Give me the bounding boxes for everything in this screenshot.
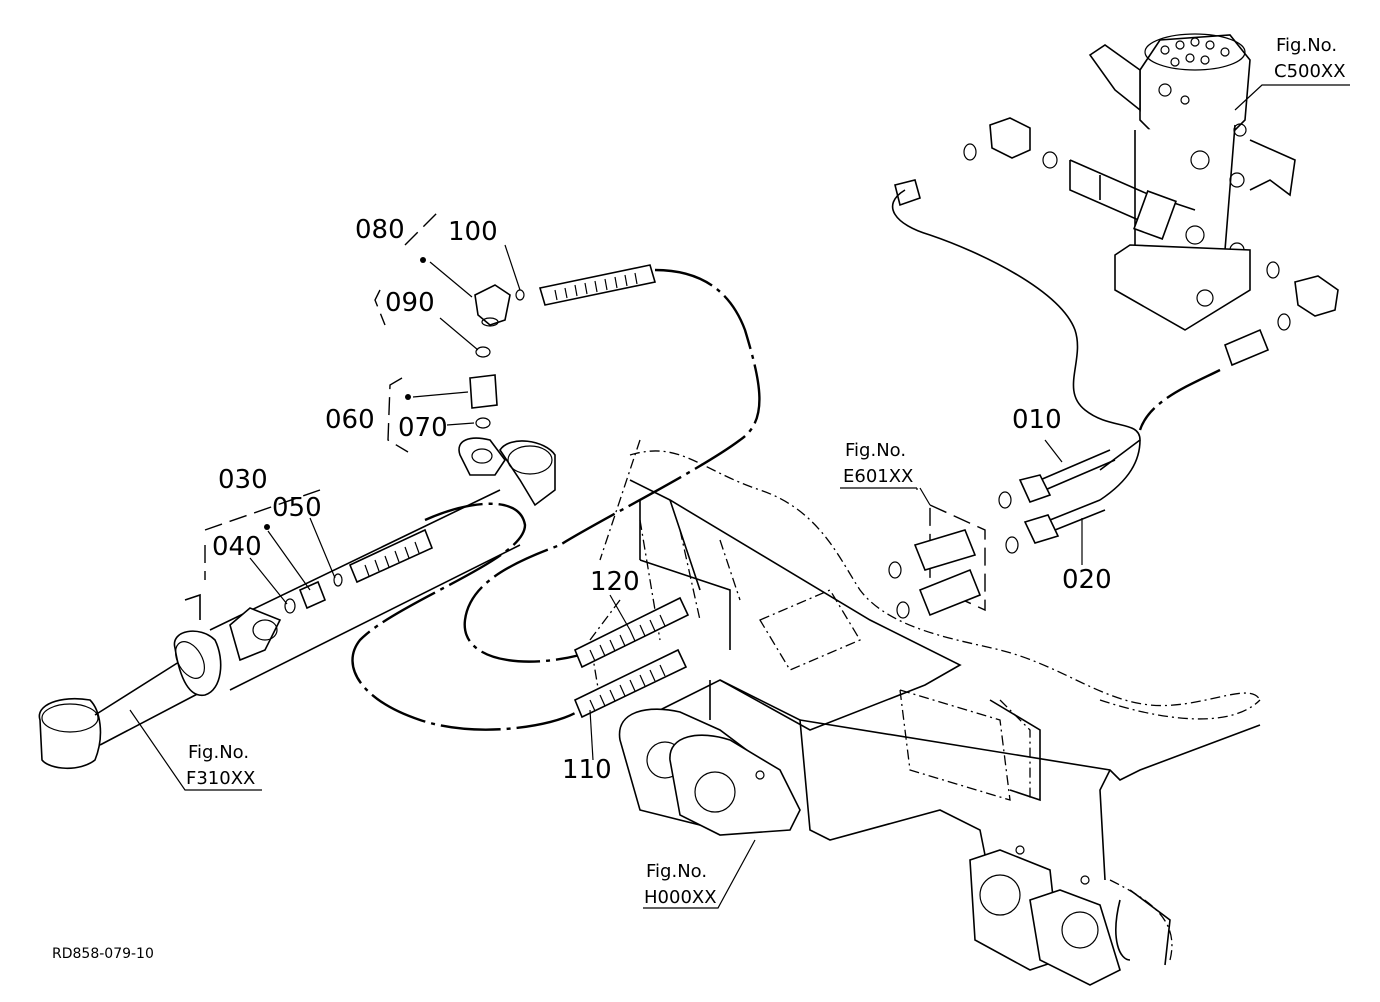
- label-050: 050: [272, 493, 322, 523]
- fig-c500-line2: C500XX: [1274, 61, 1346, 82]
- hoses-110-120: [348, 264, 761, 731]
- label-030: 030: [218, 465, 268, 495]
- frame-outline: [589, 439, 1261, 961]
- label-010: 010: [1012, 405, 1062, 435]
- fig-f310-line2: F310XX: [186, 768, 255, 789]
- e601-bulkhead: [888, 487, 986, 619]
- fig-h000-line1: Fig.No.: [646, 861, 707, 882]
- part-number-labels: 080 100 090 060 070 030 050 040 120 110 …: [212, 215, 1112, 785]
- spring-guard-ticks: [364, 272, 666, 712]
- cylinder-assembly: [38, 437, 556, 770]
- label-020: 020: [1062, 565, 1112, 595]
- drawing-code: RD858-079-10: [52, 946, 154, 962]
- fig-c500-line1: Fig.No.: [1276, 35, 1337, 56]
- label-110: 110: [562, 755, 612, 785]
- fig-e601-line2: E601XX: [843, 466, 913, 487]
- group-brackets: [204, 209, 441, 580]
- swing-frame: [618, 479, 1261, 986]
- fig-f310-line1: Fig.No.: [188, 742, 249, 763]
- fig-h000-line2: H000XX: [644, 887, 717, 908]
- label-040: 040: [212, 532, 262, 562]
- figure-references: Fig.No. C500XX Fig.No. E601XX Fig.No. F3…: [186, 35, 1346, 908]
- label-080: 080: [355, 215, 405, 245]
- upper-fittings: [469, 284, 525, 429]
- label-100: 100: [448, 217, 498, 247]
- label-070: 070: [398, 413, 448, 443]
- swivel-joint-assembly: [1069, 33, 1296, 331]
- fig-e601-line1: Fig.No.: [845, 440, 906, 461]
- label-060: 060: [325, 405, 375, 435]
- label-120: 120: [590, 567, 640, 597]
- hoses-010-020: [891, 179, 1221, 565]
- label-090: 090: [385, 288, 435, 318]
- swivel-fittings: [963, 117, 1339, 367]
- leader-lines: [129, 84, 1350, 909]
